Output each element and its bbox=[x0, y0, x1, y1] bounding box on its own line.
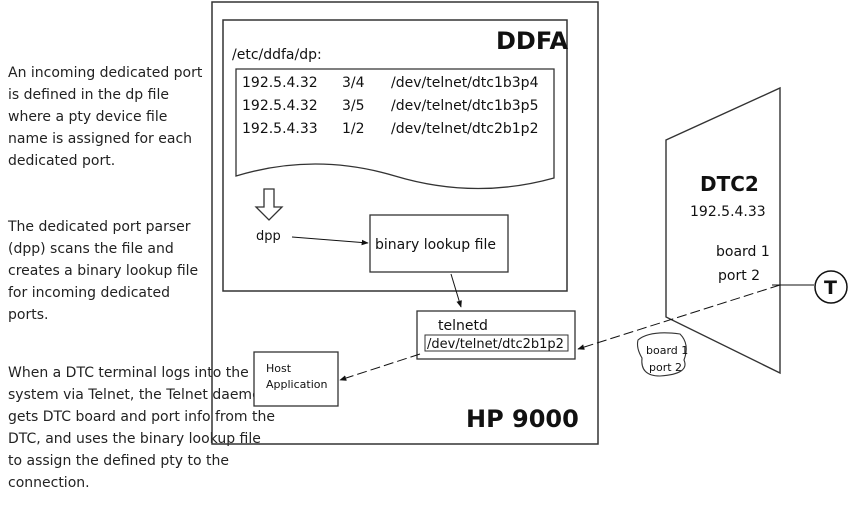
dp-row-1-ip: 192.5.4.32 bbox=[242, 75, 318, 91]
ddfa-box bbox=[222, 19, 568, 292]
dtc2-shape bbox=[665, 86, 781, 375]
description-dp-file: An incoming dedicated port is defined in… bbox=[8, 65, 203, 169]
telnetd-device: /dev/telnet/dtc2b1p2 bbox=[427, 337, 564, 352]
description-dpp-parser: The dedicated port parser (dpp) scans th… bbox=[8, 219, 199, 323]
telnetd-to-host-arrow bbox=[339, 353, 421, 381]
board-port-callout bbox=[636, 332, 687, 377]
dtc2-port: port 2 bbox=[718, 268, 760, 284]
terminal-circle bbox=[814, 270, 848, 304]
dp-row-3-device: /dev/telnet/dtc2b1p2 bbox=[391, 121, 538, 137]
terminal-label: T bbox=[824, 277, 837, 299]
dp-row-2-ip: 192.5.4.32 bbox=[242, 98, 318, 114]
dp-row-2-port: 3/5 bbox=[342, 98, 365, 114]
dp-row-3-ip: 192.5.4.33 bbox=[242, 121, 318, 137]
hp9000-title: HP 9000 bbox=[466, 405, 579, 433]
dp-row-1-device: /dev/telnet/dtc1b3p4 bbox=[391, 75, 539, 91]
dtc2-ip: 192.5.4.33 bbox=[690, 204, 766, 220]
host-application-line2: Application bbox=[266, 378, 327, 391]
host-application-line1: Host bbox=[266, 362, 292, 375]
dp-row-3-port: 1/2 bbox=[342, 121, 365, 137]
dtc-to-telnetd-arrow bbox=[577, 284, 781, 350]
dp-file-document bbox=[235, 68, 555, 190]
telnetd-label: telnetd bbox=[438, 318, 488, 334]
callout-port: port 2 bbox=[649, 361, 682, 374]
binary-lookup-file-box bbox=[369, 214, 509, 273]
lookup-to-telnetd-arrow bbox=[450, 273, 462, 308]
ddfa-title: DDFA bbox=[496, 27, 568, 55]
dpp-to-lookup-arrow bbox=[291, 236, 369, 246]
dtc2-board: board 1 bbox=[716, 244, 770, 260]
hp9000-box bbox=[211, 1, 599, 445]
host-application-box bbox=[253, 351, 339, 407]
callout-board: board 1 bbox=[646, 344, 688, 357]
dp-row-1-port: 3/4 bbox=[342, 75, 365, 91]
description-telnet-login: When a DTC terminal logs into the system… bbox=[8, 365, 275, 491]
dp-row-2-device: /dev/telnet/dtc1b3p5 bbox=[391, 98, 538, 114]
dp-file-path: /etc/ddfa/dp: bbox=[232, 47, 322, 63]
dpp-down-arrow-icon bbox=[254, 188, 284, 221]
binary-lookup-file-label: binary lookup file bbox=[375, 237, 496, 253]
dpp-label: dpp bbox=[256, 229, 281, 244]
dtc2-title: DTC2 bbox=[700, 172, 759, 196]
telnetd-device-box bbox=[424, 334, 569, 352]
